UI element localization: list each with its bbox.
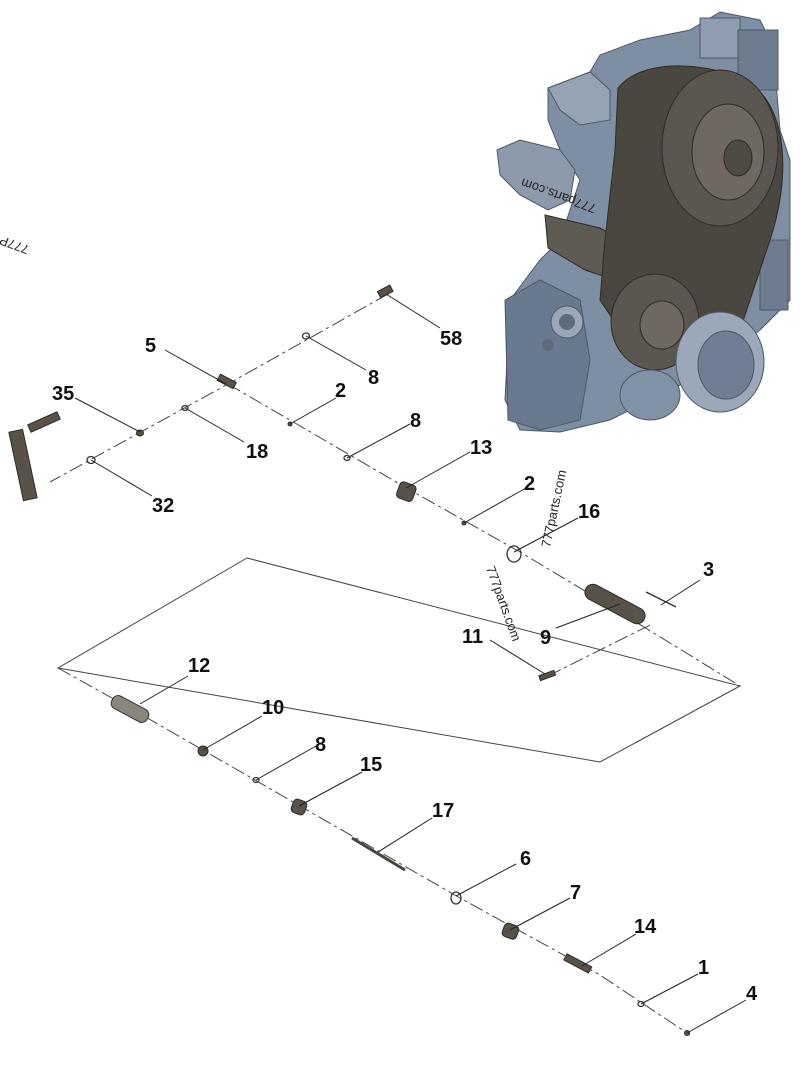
callout-1: 1	[698, 957, 709, 979]
part-18-washer	[181, 404, 189, 412]
part-9-sleeve	[584, 583, 646, 625]
axis-upper-main	[227, 383, 741, 687]
watermark-middle: 777parts.com	[483, 564, 524, 643]
part-12-spring	[110, 695, 150, 723]
part-8-washer-c	[252, 776, 260, 784]
watermark-left-edge: 777P	[0, 233, 31, 257]
callout-2a: 2	[335, 380, 346, 402]
callout-16: 16	[578, 501, 600, 523]
callout-3: 3	[703, 559, 714, 581]
axis-upper	[49, 293, 389, 483]
part-13-nut	[396, 481, 417, 502]
callout-17: 17	[432, 800, 454, 822]
part-6-oring	[450, 891, 462, 905]
part-5-bolt	[216, 373, 238, 390]
callout-18: 18	[246, 441, 268, 463]
part-8-washer-a	[301, 332, 311, 340]
part-8-washer-b	[343, 454, 351, 462]
frame-box	[56, 557, 742, 763]
callout-15: 15	[360, 754, 382, 776]
part-58-bolt	[376, 284, 394, 299]
callout-2b: 2	[524, 473, 535, 495]
callout-12: 12	[188, 655, 210, 677]
part-35-handle	[8, 411, 61, 502]
callout-9: 9	[540, 627, 551, 649]
callout-5: 5	[145, 335, 156, 357]
watermark-vertical: 777parts.com	[538, 468, 569, 548]
callout-11: 11	[462, 626, 483, 648]
part-3-clip	[645, 591, 677, 608]
axis-pin-11	[547, 624, 651, 677]
callout-32: 32	[152, 495, 174, 517]
part-16-ring	[506, 545, 522, 563]
callout-8a: 8	[368, 367, 379, 389]
callout-35: 35	[52, 383, 74, 405]
callout-13: 13	[470, 437, 492, 459]
callout-14: 14	[634, 916, 657, 938]
callout-labels: 58 5 8 2 35 18 8 13 32 2 16 3 9 11 12 10…	[52, 328, 758, 1005]
part-32-ring	[86, 455, 96, 465]
engine-assembly	[496, 11, 791, 433]
callout-8c: 8	[315, 734, 326, 756]
callout-10: 10	[262, 697, 284, 719]
callout-4: 4	[746, 983, 758, 1005]
part-7-nut	[501, 922, 520, 940]
part-11-pin	[538, 669, 557, 682]
part-17-rod	[351, 836, 406, 872]
leader-lines	[74, 293, 747, 1034]
part-1-washer	[637, 1000, 645, 1008]
part-15-nut	[290, 798, 308, 816]
callout-7: 7	[570, 882, 581, 904]
part-14-fitting	[563, 953, 593, 974]
callout-8b: 8	[410, 410, 421, 432]
callout-58: 58	[440, 328, 462, 350]
callout-6: 6	[520, 848, 531, 870]
